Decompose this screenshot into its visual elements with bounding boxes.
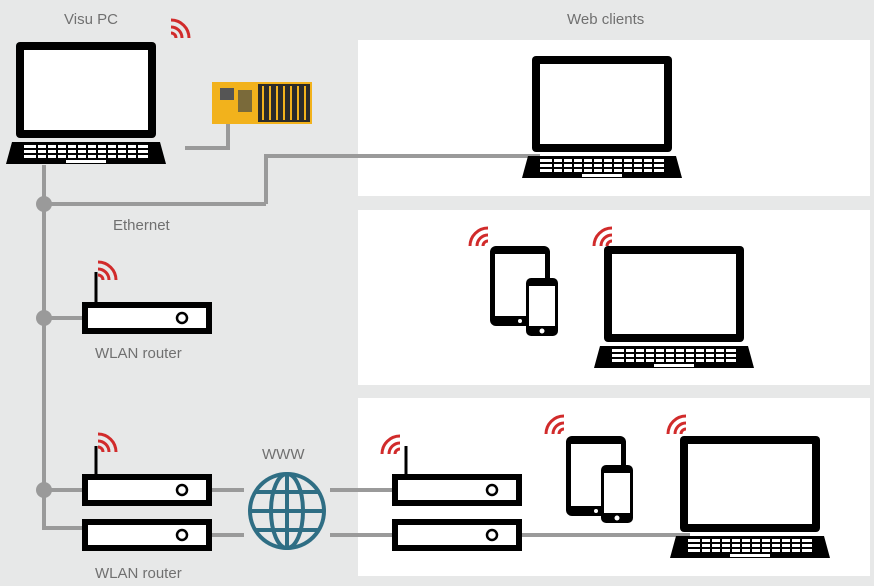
smartphone-icon-2: [601, 465, 633, 523]
visu-pc-laptop-icon: [6, 42, 166, 164]
web-client-laptop-icon-2: [594, 246, 754, 368]
wlan-router-icon-3: [80, 517, 214, 553]
ethernet-lines: [42, 118, 690, 537]
router-wifi-icon-1: [96, 260, 118, 282]
smartphone-icon-1: [526, 278, 558, 336]
www-label: WWW: [262, 446, 305, 463]
router-wifi-icon-2: [96, 432, 118, 454]
web-client-laptop-icon-1: [522, 56, 682, 178]
wlan-router-label-2: WLAN router: [95, 565, 182, 582]
wlan-router-icon-4: [390, 472, 524, 508]
ethernet-label: Ethernet: [113, 217, 170, 234]
visu-pc-wifi-icon: [169, 18, 191, 40]
ethernet-junctions: [36, 196, 52, 498]
web-client-laptop-icon-3: [670, 436, 830, 558]
web-clients-label: Web clients: [567, 11, 645, 28]
wlan-router-icon-5: [390, 517, 524, 553]
wlan-router-icon-2: [80, 472, 214, 508]
wlan-router-icon-1: [80, 300, 214, 336]
wlan-router-label-1: WLAN router: [95, 345, 182, 362]
globe-icon: [248, 472, 326, 550]
plc-controller-icon: [212, 82, 312, 124]
visu-pc-label: Visu PC: [64, 11, 118, 28]
